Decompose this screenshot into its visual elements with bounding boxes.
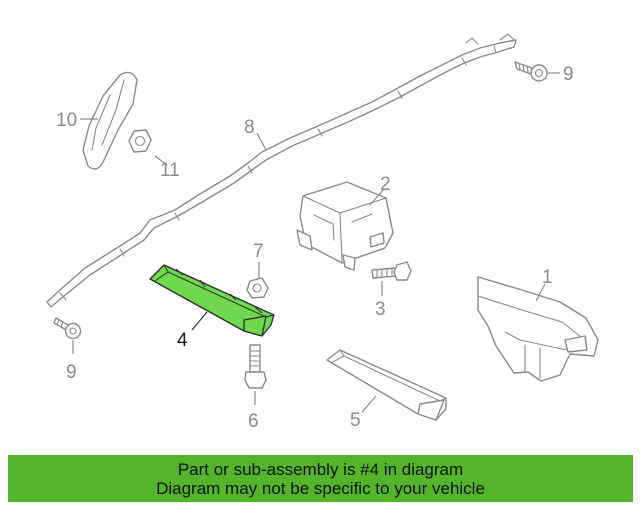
callout-label-10: 10 — [56, 110, 77, 131]
instrument-panel-part-1[interactable] — [477, 276, 599, 382]
leader-line-5 — [361, 395, 377, 413]
parts-diagram: 8 9 10 11 2 7 3 — [46, 33, 599, 432]
leader-line-8 — [256, 132, 267, 151]
curtain-airbag-part-8[interactable] — [46, 33, 517, 308]
banner-line-2: Diagram may not be specific to your vehi… — [156, 478, 485, 498]
banner-line-1: Part or sub-assembly is #4 in diagram — [177, 459, 464, 479]
callout-label-9-bottom: 9 — [66, 362, 77, 383]
callout-label-3: 3 — [375, 299, 386, 320]
callout-label-5: 5 — [350, 410, 361, 431]
callout-label-9-top: 9 — [563, 64, 574, 85]
nut-part-11[interactable] — [128, 129, 152, 153]
leader-line-2 — [369, 189, 384, 206]
bolt-part-6[interactable] — [244, 344, 267, 389]
callout-label-4: 4 — [177, 330, 188, 351]
airbag-cover-part-5[interactable] — [326, 349, 447, 421]
highlighted-part-4[interactable] — [149, 264, 275, 337]
bolt-part-9-top[interactable] — [514, 61, 548, 82]
bolt-part-3[interactable] — [371, 261, 412, 281]
knee-airbag-part-10[interactable] — [82, 71, 138, 170]
leader-line-11 — [154, 155, 168, 166]
callout-label-7: 7 — [253, 241, 264, 262]
nut-part-7[interactable] — [246, 277, 269, 299]
info-banner: Part or sub-assembly is #4 in diagram Di… — [8, 455, 633, 502]
callout-label-2: 2 — [380, 174, 391, 195]
callout-label-6: 6 — [248, 411, 259, 432]
callout-label-8: 8 — [244, 117, 255, 138]
passenger-airbag-part-2[interactable] — [296, 181, 394, 271]
callout-label-11: 11 — [160, 160, 180, 181]
leader-line-4 — [191, 311, 208, 331]
callout-label-1: 1 — [542, 267, 553, 288]
bolt-part-9-bottom[interactable] — [53, 317, 82, 340]
leader-line-1 — [535, 283, 546, 302]
